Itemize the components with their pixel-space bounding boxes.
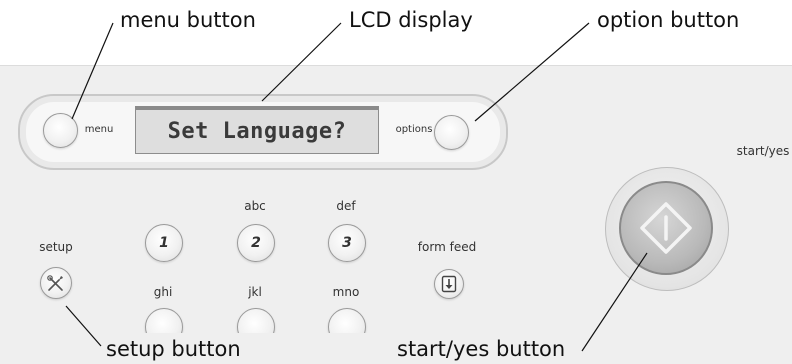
bottom-clip <box>145 308 366 333</box>
wrench-screwdriver-icon <box>47 275 63 291</box>
keypad-key-6[interactable] <box>328 308 366 333</box>
lcd-display: Set Language? <box>135 106 379 154</box>
options-label: options <box>395 124 433 135</box>
key-number: 1 <box>159 235 169 251</box>
setup-label: setup <box>39 240 73 254</box>
start-diamond-icon <box>640 202 692 254</box>
form-feed-button[interactable] <box>434 269 464 299</box>
callout-setup-button: setup button <box>106 337 241 361</box>
keypad-key-5[interactable] <box>237 308 275 333</box>
keypad-key-3[interactable]: 3 <box>328 224 366 262</box>
start-yes-label: start/yes <box>736 144 790 158</box>
keypad-key-2[interactable]: 2 <box>237 224 275 262</box>
key-2-letters: abc <box>244 199 266 213</box>
callout-lcd-display: LCD display <box>349 8 473 32</box>
form-feed-label: form feed <box>417 240 477 254</box>
key-number: 3 <box>342 235 352 251</box>
key-4-letters: ghi <box>153 285 173 299</box>
key-5-letters: jkl <box>248 285 262 299</box>
callout-menu-button: menu button <box>120 8 256 32</box>
callout-start-yes-button: start/yes button <box>397 337 566 361</box>
key-6-letters: mno <box>332 285 360 299</box>
key-3-letters: def <box>336 199 356 213</box>
menu-label: menu <box>84 124 114 135</box>
lcd-text: Set Language? <box>167 119 347 144</box>
keypad-key-1[interactable]: 1 <box>145 224 183 262</box>
keypad-key-4[interactable] <box>145 308 183 333</box>
form-feed-arrow-icon <box>441 275 457 293</box>
setup-button[interactable] <box>40 267 72 299</box>
callout-option-button: option button <box>597 8 740 32</box>
key-number: 2 <box>251 235 261 251</box>
options-button[interactable] <box>434 115 469 150</box>
